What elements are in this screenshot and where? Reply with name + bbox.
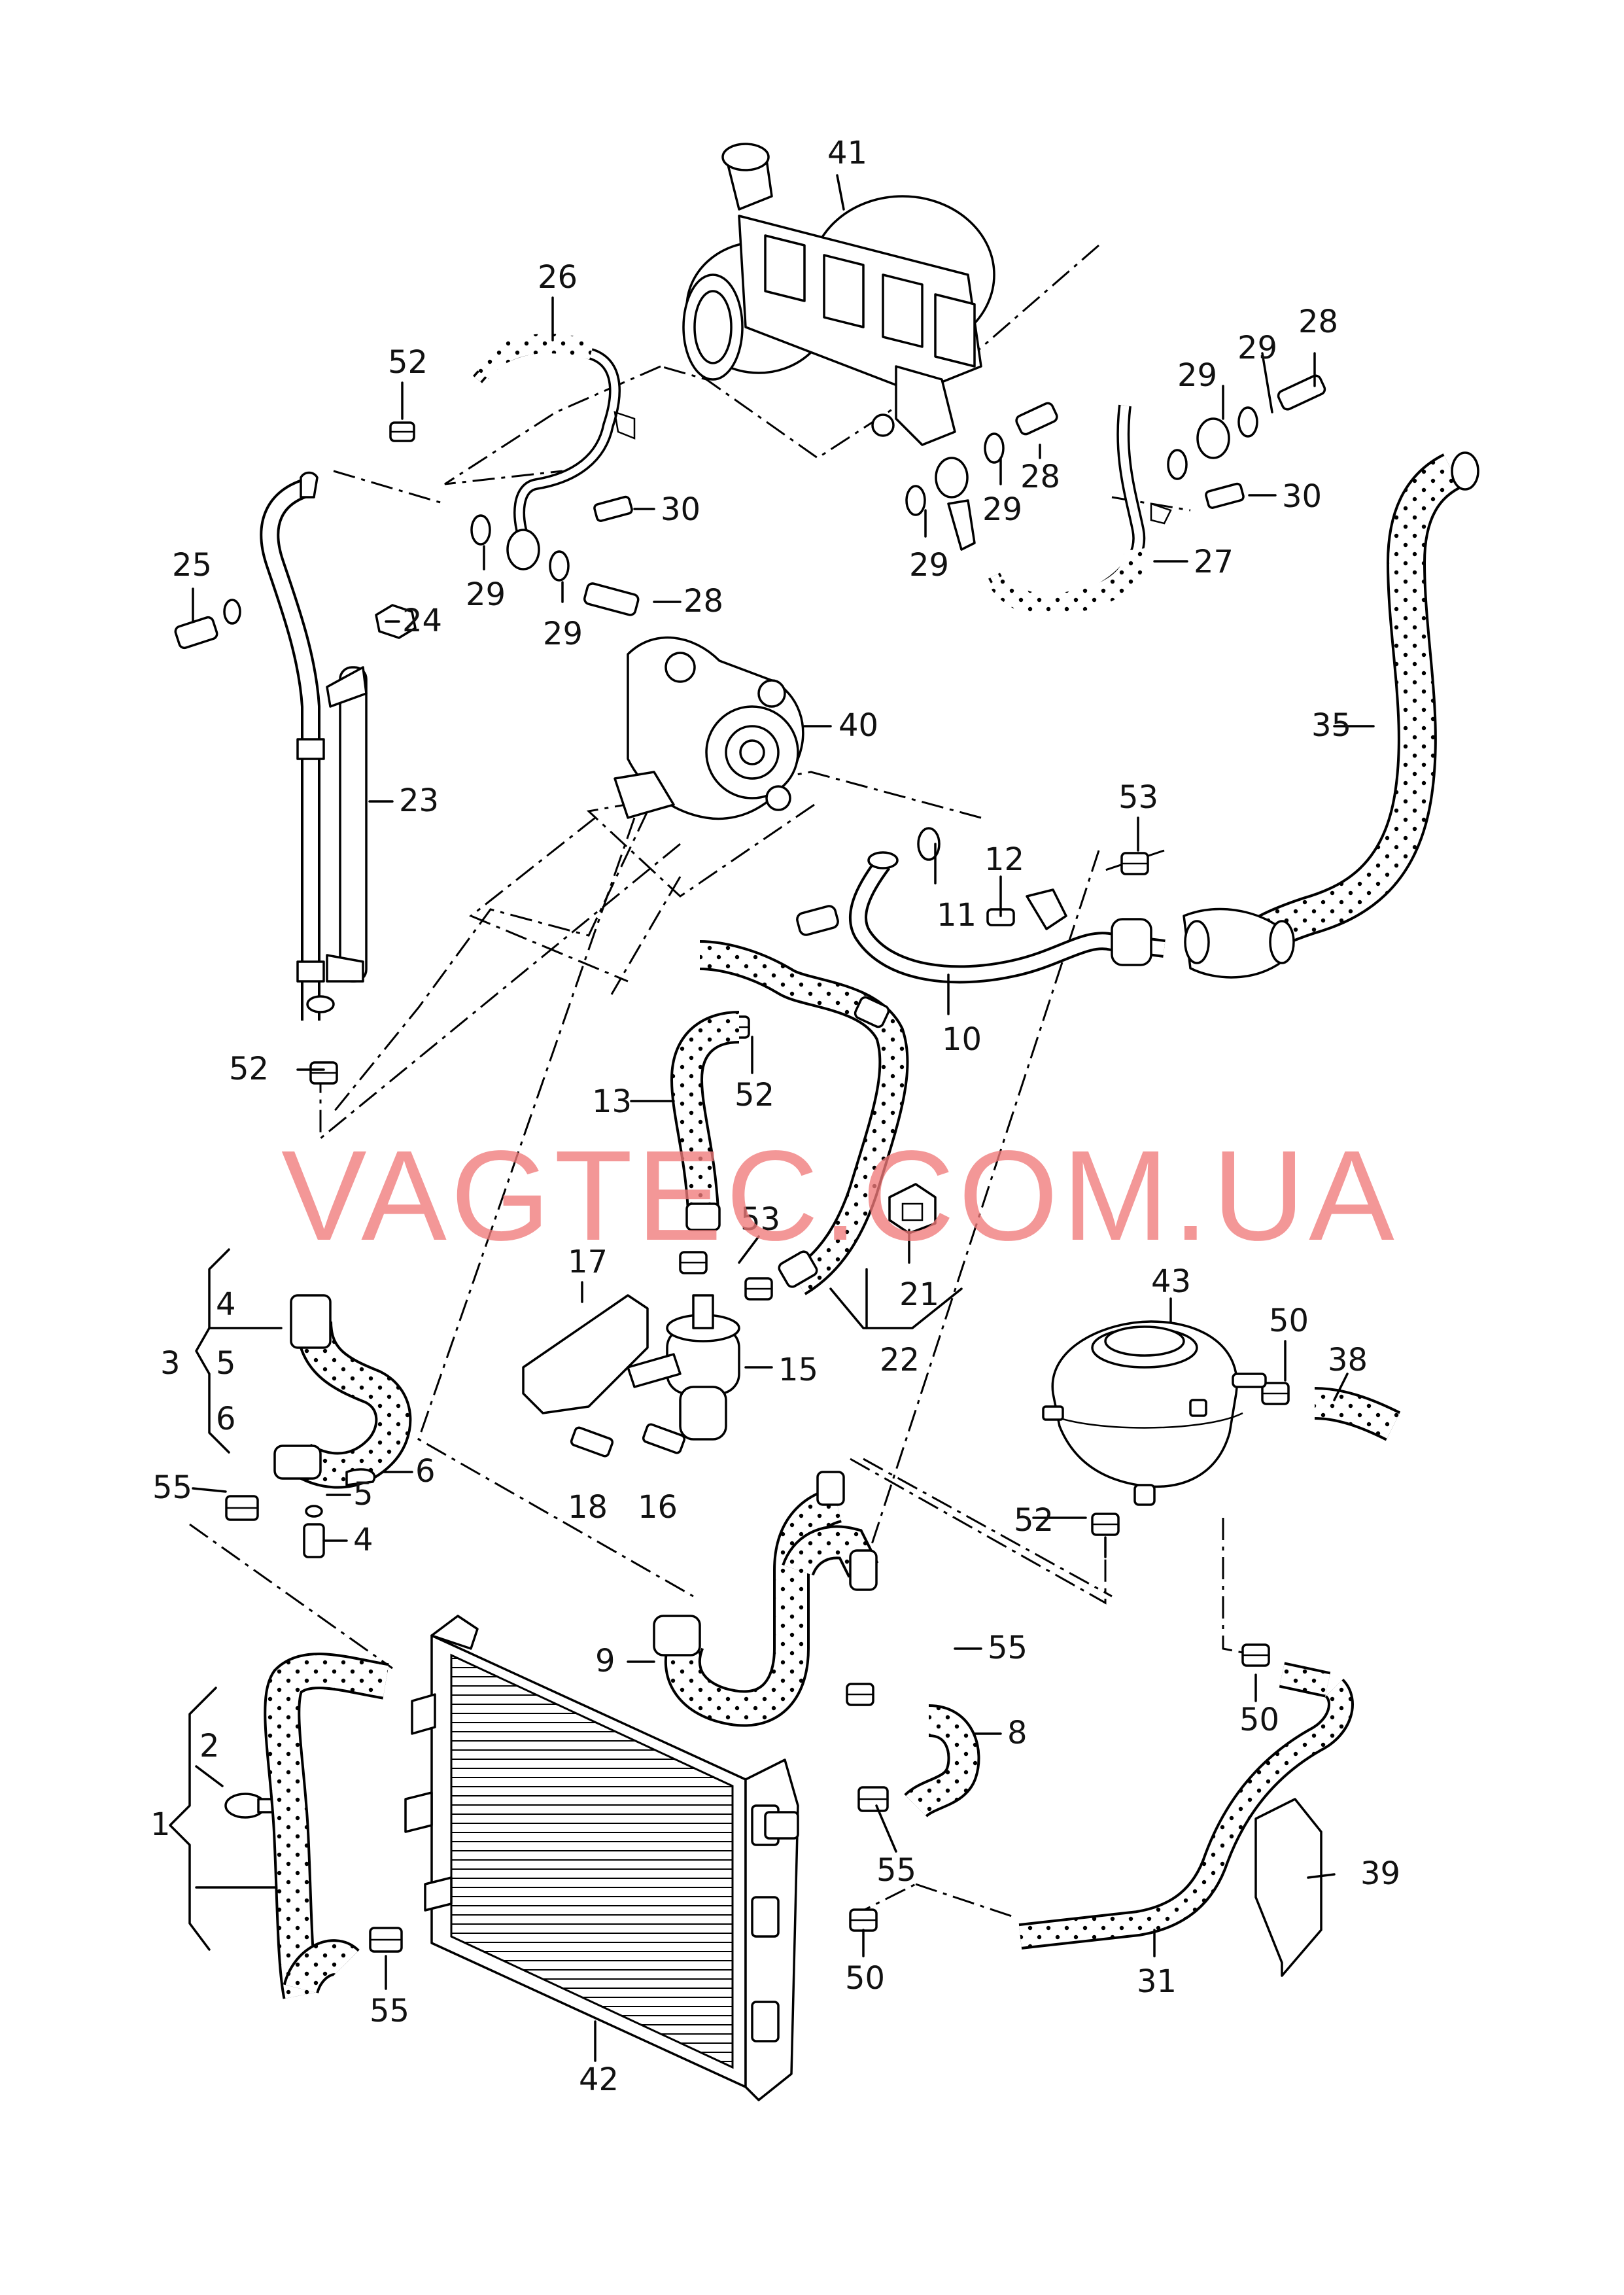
callout-13: 13 [592, 1083, 632, 1120]
callout-29d: 29 [909, 547, 949, 584]
callout-5: 5 [216, 1345, 236, 1382]
callout-53b: 53 [740, 1201, 780, 1238]
callout-29b: 29 [1237, 330, 1277, 366]
bolts-30[interactable] [593, 482, 1245, 522]
hose-13[interactable] [670, 1011, 740, 1231]
callout-9: 9 [595, 1643, 615, 1679]
bracket-21[interactable] [888, 1183, 937, 1235]
hose-22[interactable] [699, 940, 909, 1295]
callout-24: 24 [402, 603, 442, 639]
bolts-16-18[interactable] [570, 1423, 686, 1458]
callout-52: 52 [388, 344, 428, 381]
upper-hose[interactable] [1183, 451, 1479, 979]
callout-17: 17 [568, 1244, 608, 1280]
callout-3: 3 [160, 1345, 181, 1382]
callout-29: 29 [1177, 357, 1217, 394]
hose-9[interactable] [653, 1471, 879, 1727]
callout-15: 15 [778, 1352, 818, 1388]
callout-6: 6 [216, 1401, 236, 1437]
callout-8: 8 [1007, 1715, 1028, 1751]
callout-29f: 29 [543, 616, 583, 652]
bolt-25[interactable] [174, 599, 241, 650]
callout-11: 11 [937, 897, 976, 934]
radiator[interactable] [404, 1615, 799, 2101]
coolant-pump[interactable] [613, 636, 804, 820]
callout-26: 26 [538, 259, 578, 296]
tank-hose[interactable] [1018, 1662, 1354, 1950]
callout-35: 35 [1311, 707, 1351, 744]
callout-53: 53 [1118, 779, 1158, 816]
callout-41: 41 [827, 135, 867, 171]
callout-43: 43 [1151, 1263, 1191, 1300]
radiator-hose[interactable] [264, 1653, 389, 1999]
callout-55: 55 [152, 1469, 192, 1506]
callout-30b: 30 [661, 491, 700, 528]
callout-28c: 28 [683, 583, 723, 620]
callout-12: 12 [984, 841, 1024, 878]
callout-31: 31 [1137, 1963, 1177, 2000]
banjo-bolts[interactable] [583, 374, 1326, 616]
callout-50b: 50 [1239, 1702, 1279, 1738]
callout-2: 2 [199, 1728, 220, 1764]
callout-29c: 29 [982, 491, 1022, 528]
hose-clamps[interactable] [224, 421, 1290, 1953]
callout-55c: 55 [876, 1852, 916, 1889]
callout-55b: 55 [988, 1630, 1028, 1666]
callout-18: 18 [568, 1489, 608, 1526]
watermark-text: VAGTEC.COM.UA [281, 1124, 1398, 1267]
callout-6b: 6 [415, 1453, 436, 1490]
coolant-pipe[interactable] [796, 827, 1166, 984]
callout-4b: 4 [353, 1522, 373, 1558]
expansion-tank[interactable] [1042, 1320, 1267, 1506]
callout-5b: 5 [353, 1476, 373, 1513]
turbocharger[interactable] [682, 143, 995, 446]
callout-52c: 52 [734, 1077, 774, 1113]
callout-52b: 52 [229, 1051, 269, 1087]
leader-lines [169, 174, 1375, 2062]
callout-42: 42 [579, 2061, 619, 2098]
callout-25: 25 [172, 547, 212, 584]
callout-4: 4 [216, 1286, 236, 1323]
callout-39: 39 [1360, 1855, 1400, 1892]
hose-38[interactable] [1314, 1387, 1401, 1441]
turbo-return-line[interactable] [947, 404, 1172, 617]
callout-40: 40 [838, 707, 878, 744]
callout-30: 30 [1282, 478, 1322, 515]
callout-1: 1 [150, 1806, 171, 1843]
sealing-rings[interactable] [470, 406, 1258, 582]
callout-16: 16 [638, 1489, 678, 1526]
callout-50: 50 [1269, 1303, 1309, 1339]
callout-28: 28 [1298, 304, 1338, 340]
auxiliary-pump[interactable] [522, 1294, 740, 1441]
hose-8[interactable] [904, 1704, 980, 1819]
callout-21: 21 [899, 1276, 939, 1313]
sensor-fitting[interactable] [273, 1294, 412, 1558]
callout-23: 23 [399, 782, 439, 819]
callout-38: 38 [1328, 1342, 1368, 1378]
callout-28b: 28 [1020, 459, 1060, 495]
callout-10: 10 [942, 1021, 982, 1058]
turbo-feed-line[interactable] [472, 334, 636, 538]
callout-50c: 50 [845, 1960, 885, 1997]
callout-27: 27 [1194, 544, 1234, 580]
callout-52d: 52 [1014, 1502, 1054, 1539]
callout-55d: 55 [370, 1993, 409, 2029]
callout-22: 22 [880, 1342, 920, 1378]
air-guide[interactable] [1254, 1798, 1322, 1977]
callout-29e: 29 [466, 576, 506, 613]
return-line[interactable] [260, 471, 368, 1021]
callout-labels: 41 26 52 29 29 28 28 29 29 30 30 27 28 2… [150, 135, 1400, 2098]
